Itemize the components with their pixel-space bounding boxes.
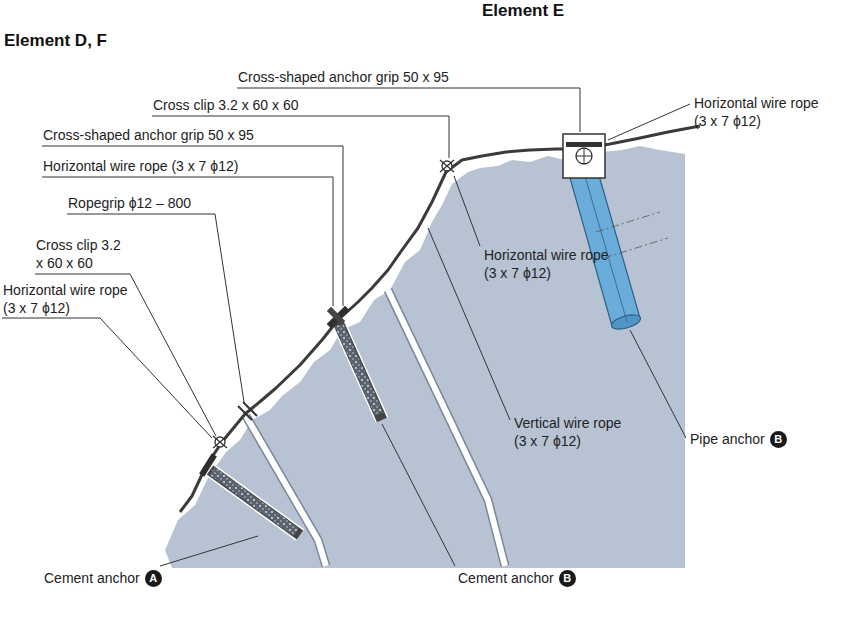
- anchor-grip: [327, 306, 350, 329]
- part-label: Pipe anchor: [690, 430, 765, 448]
- part-label: Cross-shaped anchor grip 50 x 95: [238, 68, 568, 86]
- part-label: Horizontal wire rope (3 x 7 ϕ12): [484, 246, 624, 282]
- part-label: Vertical wire rope (3 x 7 ϕ12): [514, 414, 634, 450]
- part-label: Cross clip 3.2 x 60 x 60: [36, 236, 130, 272]
- part-label: Cross-shaped anchor grip 50 x 95: [43, 126, 338, 144]
- section-heading: Element D, F: [4, 32, 107, 50]
- part-label: Ropegrip ϕ12 – 800: [68, 194, 228, 212]
- part-label: Cement anchor: [458, 569, 554, 587]
- slope-ground: [165, 146, 685, 568]
- anchor-grip-box: [563, 134, 605, 178]
- section-heading: Element E: [482, 2, 564, 20]
- callout-letter: B: [770, 431, 787, 448]
- part-label: Horizontal wire rope (3 x 7 ϕ12): [3, 281, 139, 317]
- wire-rope: [180, 126, 700, 512]
- rope-grip: [238, 402, 257, 420]
- callout-letter: A: [145, 570, 162, 587]
- callout-letter: B: [559, 570, 576, 587]
- part-label: Cement anchor: [44, 569, 140, 587]
- part-label: Cross clip 3.2 x 60 x 60: [153, 96, 443, 114]
- anchor-grip: [199, 453, 217, 477]
- leader-lines: [2, 88, 690, 566]
- part-label: Horizontal wire rope (3 x 7 ϕ12): [694, 94, 834, 130]
- part-label: Horizontal wire rope (3 x 7 ϕ12): [43, 157, 328, 175]
- grouted-anchors: [210, 322, 382, 535]
